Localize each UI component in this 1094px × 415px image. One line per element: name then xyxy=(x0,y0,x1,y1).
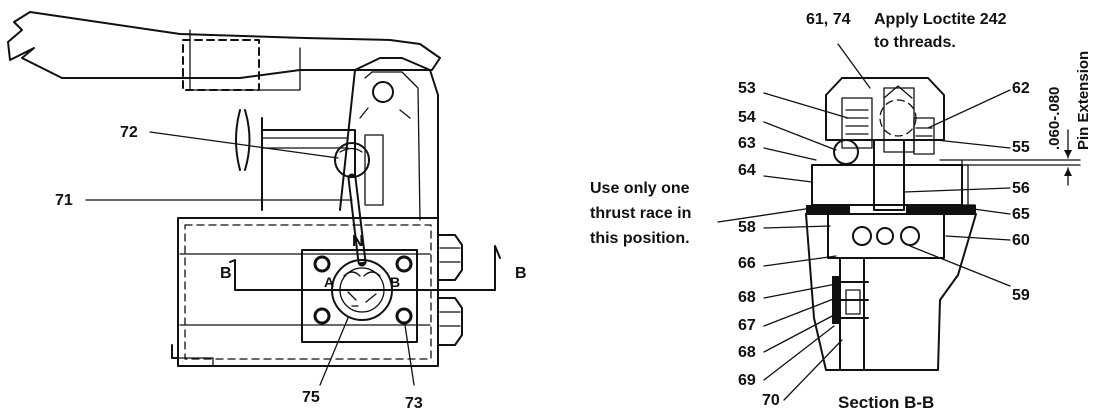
callout-63: 63 xyxy=(738,135,756,152)
pin-cap xyxy=(825,77,945,155)
valve-housing xyxy=(171,217,463,367)
callout-61-74: 61, 74 xyxy=(806,11,851,28)
callout-68-lower: 68 xyxy=(738,344,756,361)
port-b-label: B xyxy=(390,274,400,290)
callout-67: 67 xyxy=(738,317,756,334)
callout-55: 55 xyxy=(1012,139,1030,156)
section-mark-right: B xyxy=(515,265,527,282)
section-b-b-view xyxy=(717,43,1081,401)
callout-59: 59 xyxy=(1012,287,1030,304)
callout-72: 72 xyxy=(120,124,138,141)
pin-extension-value: .060-.080 xyxy=(1046,87,1063,150)
lower-housing xyxy=(805,213,977,371)
callout-69: 69 xyxy=(738,372,756,389)
lever-position-label: N xyxy=(352,233,364,250)
pin-extension-label: Pin Extension xyxy=(1075,51,1092,150)
pump-handle-arm xyxy=(7,11,441,91)
section-mark-left: B xyxy=(220,265,232,282)
thrust-note-line3: this position. xyxy=(590,230,690,247)
callout-53: 53 xyxy=(738,80,756,97)
thrust-race-right xyxy=(906,205,976,214)
valve-face-plate xyxy=(301,249,418,343)
callout-68-upper: 68 xyxy=(738,289,756,306)
callout-56: 56 xyxy=(1012,180,1030,197)
section-title: Section B-B xyxy=(838,393,934,412)
callout-60: 60 xyxy=(1012,232,1030,249)
pin-clip xyxy=(235,109,251,171)
center-pin xyxy=(873,139,905,211)
thrust-note-line1: Use only one xyxy=(590,180,690,197)
loctite-note-line2: to threads. xyxy=(874,34,956,51)
callout-70: 70 xyxy=(762,392,780,409)
check-ball xyxy=(833,139,859,165)
mounting-bracket xyxy=(261,57,439,221)
callout-66: 66 xyxy=(738,255,756,272)
thrust-note-line2: thrust race in xyxy=(590,205,691,222)
section-line xyxy=(229,245,501,291)
callout-73: 73 xyxy=(405,395,423,412)
section-leaders xyxy=(717,43,1011,401)
callout-58: 58 xyxy=(738,219,756,236)
valve-side-view xyxy=(7,11,501,386)
callout-75: 75 xyxy=(302,389,320,406)
selector-lever xyxy=(334,142,370,267)
valve-body xyxy=(811,159,976,211)
callout-64: 64 xyxy=(738,162,756,179)
callout-65: 65 xyxy=(1012,206,1030,223)
callout-54: 54 xyxy=(738,109,756,126)
callout-71: 71 xyxy=(55,192,73,209)
lever-knob xyxy=(334,142,370,178)
port-a-label: A xyxy=(324,274,334,290)
thrust-race-left xyxy=(806,205,850,214)
pin-extension-dimension xyxy=(903,129,1081,186)
loctite-note-line1: Apply Loctite 242 xyxy=(874,11,1007,28)
callout-62: 62 xyxy=(1012,80,1030,97)
